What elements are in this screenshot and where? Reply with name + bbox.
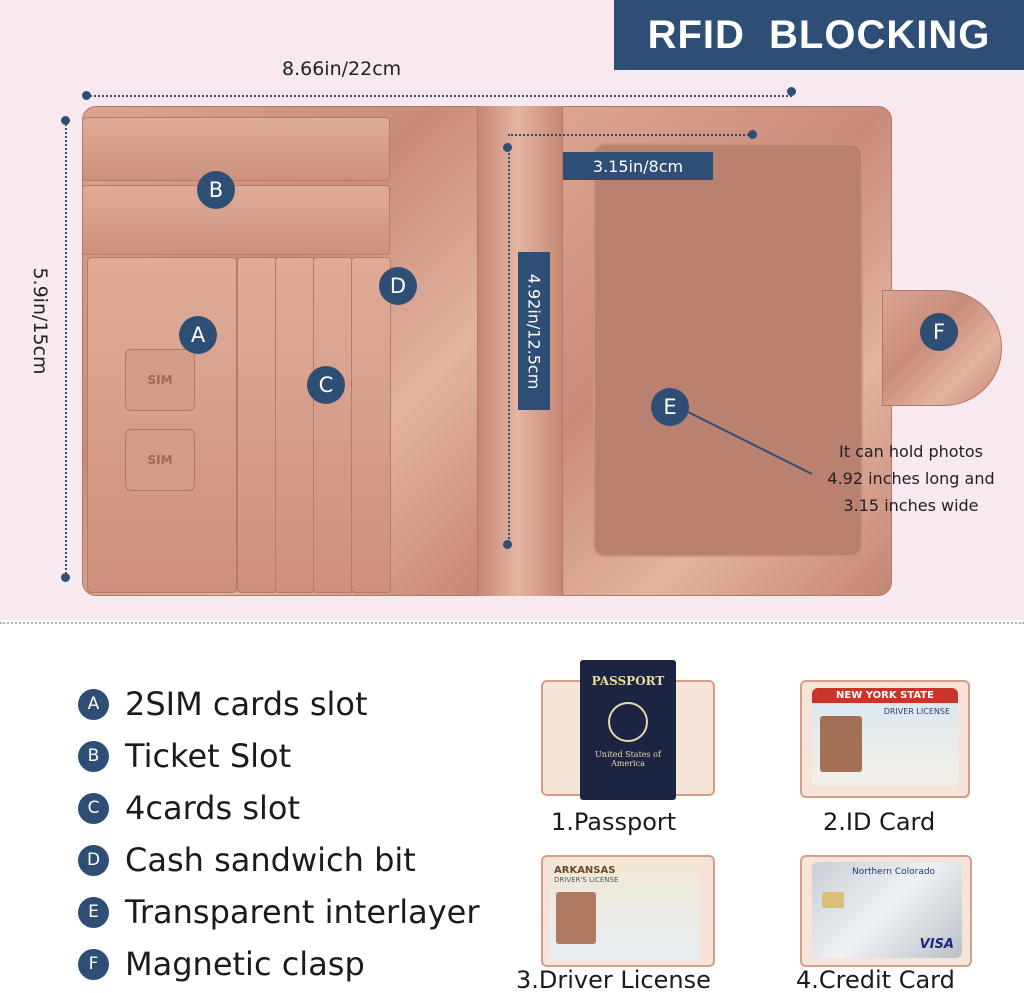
license-photo-icon: [556, 892, 596, 944]
dim-dot: [61, 116, 70, 125]
license-type: DRIVER'S LICENSE: [554, 876, 619, 884]
note-line-2: 4.92 inches long and: [827, 469, 995, 488]
photo-width-text: 3.15in/8cm: [592, 156, 684, 176]
dim-dot: [503, 540, 512, 549]
width-dimension-label: 8.66in/22cm: [282, 58, 402, 80]
legend-item: A 2SIM cards slot: [78, 678, 479, 730]
id-photo-icon: [820, 716, 862, 772]
id-card-state: NEW YORK STATE: [812, 688, 958, 703]
driver-license-image: ARKANSAS DRIVER'S LICENSE: [550, 862, 700, 960]
sim-label: SIM: [147, 373, 173, 387]
passport-caption: 1.Passport: [551, 808, 677, 836]
feature-legend: A 2SIM cards slot B Ticket Slot C 4cards…: [78, 678, 479, 990]
sim-slot-2: SIM: [125, 429, 195, 491]
note-line-1: It can hold photos: [838, 442, 983, 461]
credit-card-caption: 4.Credit Card: [796, 966, 955, 993]
passport-wallet-image: SIM SIM: [82, 106, 1002, 596]
height-dimension-line: [65, 120, 67, 578]
sim-slot-panel: [87, 257, 237, 593]
dim-dot: [61, 573, 70, 582]
license-caption: 3.Driver License: [516, 966, 711, 993]
visa-logo: VISA: [919, 937, 954, 952]
dim-dot: [787, 87, 796, 96]
legend-text: Transparent interlayer: [125, 893, 480, 931]
legend-text: Magnetic clasp: [125, 945, 365, 983]
chip-icon: [822, 892, 844, 908]
photo-width-line: [508, 134, 752, 136]
photo-capacity-note: It can hold photos 4.92 inches long and …: [806, 438, 1016, 519]
legend-letter-badge: C: [78, 792, 109, 824]
card-slot-4: [351, 257, 391, 593]
marker-f-badge: F: [920, 313, 958, 351]
legend-text: 4cards slot: [125, 789, 300, 827]
passport-image: PASSPORT United States of America: [580, 660, 676, 800]
id-card-type: DRIVER LICENSE: [883, 707, 950, 716]
ticket-slot: [82, 185, 390, 255]
marker-b-badge: B: [197, 171, 235, 209]
legend-text: Ticket Slot: [125, 737, 292, 775]
legend-item: D Cash sandwich bit: [78, 834, 479, 886]
photo-width-label: 3.15in/8cm: [563, 152, 713, 180]
photo-height-line: [508, 146, 510, 546]
legend-item: F Magnetic clasp: [78, 938, 479, 990]
wallet-left-page: SIM SIM: [82, 106, 482, 596]
dim-dot: [748, 130, 757, 139]
license-state: ARKANSAS: [554, 865, 616, 876]
wallet-right-page: [562, 106, 892, 596]
note-line-3: 3.15 inches wide: [843, 496, 979, 515]
sim-slot-1: SIM: [125, 349, 195, 411]
legend-item: C 4cards slot: [78, 782, 479, 834]
transparent-photo-window: [593, 143, 863, 557]
dim-dot: [503, 143, 512, 152]
legend-item: B Ticket Slot: [78, 730, 479, 782]
callout-line: [687, 411, 813, 475]
legend-letter-badge: E: [78, 896, 109, 928]
credit-card-image: Northern Colorado VISA: [812, 862, 962, 958]
legend-letter-badge: D: [78, 844, 109, 876]
ticket-slot-top: [82, 117, 390, 181]
banner-title: RFID BLOCKING: [647, 12, 991, 57]
credit-card-bank: Northern Colorado: [852, 867, 936, 877]
eagle-seal-icon: [608, 702, 648, 742]
legend-text: Cash sandwich bit: [125, 841, 416, 879]
marker-e-badge: E: [651, 388, 689, 426]
passport-title: PASSPORT: [591, 674, 665, 688]
legend-letter-badge: B: [78, 740, 109, 772]
legend-letter-badge: F: [78, 948, 109, 980]
photo-height-label: 4.92in/12.5cm: [518, 252, 550, 410]
legend-letter-badge: A: [78, 688, 109, 720]
section-divider: [0, 622, 1024, 624]
marker-d-badge: D: [379, 267, 417, 305]
marker-c-badge: C: [307, 366, 345, 404]
width-dimension-line: [86, 95, 792, 97]
marker-a-badge: A: [179, 316, 217, 354]
id-card-caption: 2.ID Card: [823, 808, 936, 836]
rfid-banner: RFID BLOCKING: [614, 0, 1024, 70]
legend-text: 2SIM cards slot: [125, 685, 368, 723]
legend-item: E Transparent interlayer: [78, 886, 479, 938]
id-card-image: NEW YORK STATE DRIVER LICENSE: [812, 688, 958, 786]
dim-dot: [82, 91, 91, 100]
sim-label: SIM: [147, 453, 173, 467]
passport-country: United States of America: [595, 750, 661, 768]
